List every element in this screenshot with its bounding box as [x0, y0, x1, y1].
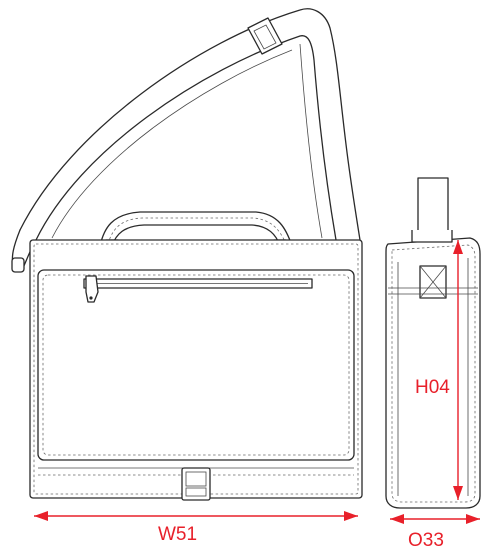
shoulder-strap	[11, 8, 361, 273]
strap-buckle	[247, 17, 283, 55]
width-dimension: W51	[34, 511, 358, 545]
strap-attachment-patch	[419, 265, 447, 299]
depth-label: O33	[408, 530, 444, 551]
height-label: H04	[415, 377, 450, 398]
front-zipper	[83, 275, 313, 303]
height-dimension: H04	[415, 240, 463, 500]
front-buckle	[181, 467, 211, 501]
bag-side-view	[385, 177, 481, 509]
width-label: W51	[158, 524, 197, 545]
depth-dimension: O33	[390, 514, 480, 551]
bag-front-view	[29, 239, 363, 501]
